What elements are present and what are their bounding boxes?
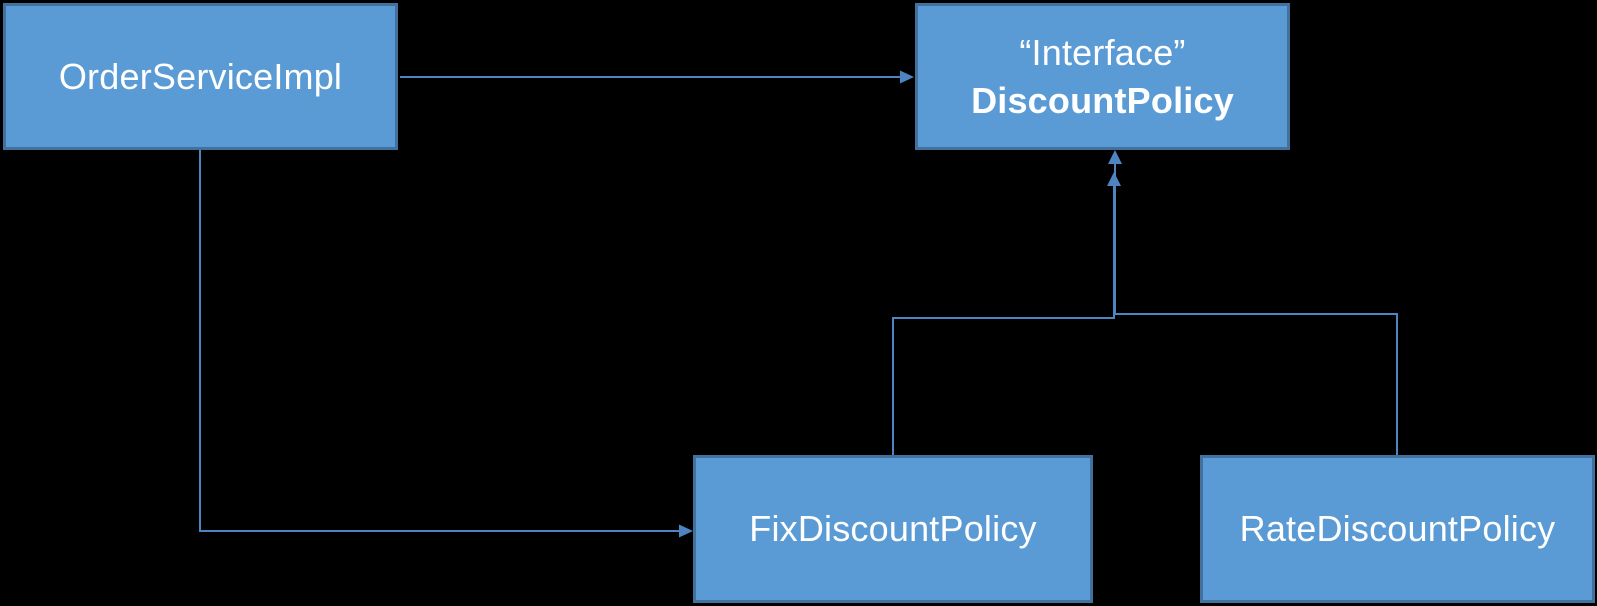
node-label: DiscountPolicy bbox=[971, 79, 1234, 121]
edge-orderservice-to-discountpolicy bbox=[400, 70, 914, 84]
edge-orderservice-to-fixdiscountpolicy bbox=[199, 150, 693, 538]
node-discount-policy-interface: “Interface” DiscountPolicy bbox=[915, 3, 1290, 150]
node-order-service-impl: OrderServiceImpl bbox=[3, 3, 398, 150]
node-label: OrderServiceImpl bbox=[58, 55, 343, 97]
node-fix-discount-policy: FixDiscountPolicy bbox=[693, 455, 1093, 603]
edge-fixdiscountpolicy-to-discountpolicy bbox=[892, 172, 1121, 455]
edge-ratediscountpolicy-to-discountpolicy bbox=[1108, 150, 1398, 455]
node-rate-discount-policy: RateDiscountPolicy bbox=[1200, 455, 1595, 603]
arrowhead-right-icon bbox=[679, 524, 693, 538]
node-label: FixDiscountPolicy bbox=[749, 508, 1037, 550]
arrowhead-up-icon bbox=[1108, 150, 1122, 164]
arrowhead-right-icon bbox=[900, 70, 914, 84]
node-label: RateDiscountPolicy bbox=[1239, 508, 1556, 550]
node-stereotype: “Interface” bbox=[1019, 31, 1186, 73]
